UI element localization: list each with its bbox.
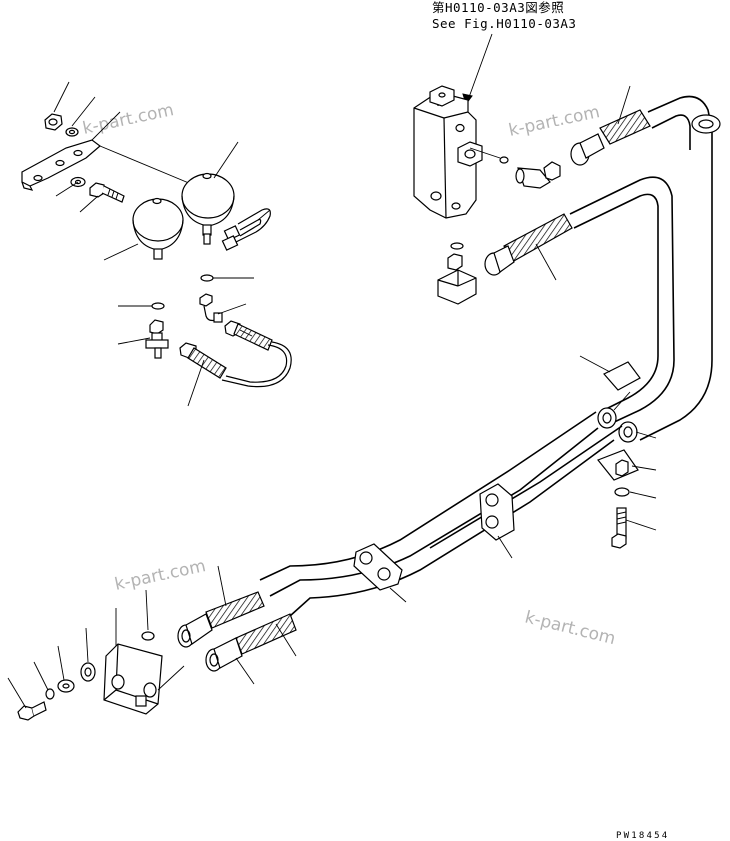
bolt: [89, 182, 125, 203]
clamp-1: [479, 483, 515, 541]
bracket-to-accumulator-line: [99, 145, 197, 187]
accumulator-bracket-group: [21, 113, 197, 203]
hose-end-lower-left: [205, 613, 297, 672]
clamp-assembly-right: [597, 361, 641, 549]
clamp-ring: [691, 114, 721, 134]
hose-run-lower: [259, 411, 623, 617]
accumulator-2: [132, 197, 184, 260]
o-ring: [499, 156, 509, 164]
hex-nut: [44, 113, 63, 131]
reference-arrow: [467, 33, 493, 101]
hose-assembly-upper: [570, 95, 721, 441]
o-ring: [450, 242, 464, 250]
drawing-code: PW18454: [616, 831, 669, 841]
hose-end-upper-left: [177, 591, 265, 648]
elbow-fitting: [199, 293, 223, 323]
accumulator-1: [181, 172, 235, 245]
lock-washer: [45, 688, 55, 700]
reference-note-en: See Fig.H0110-03A3: [432, 16, 576, 31]
watermark: k-part.com: [523, 607, 618, 649]
tee-fitting: [145, 319, 169, 359]
bolt: [17, 701, 47, 721]
watermark: k-part.com: [81, 100, 176, 139]
straight-connector: [437, 253, 477, 305]
watermark: k-part.com: [507, 102, 602, 141]
o-ring: [200, 274, 214, 282]
hose-u-bend: [221, 208, 271, 251]
mounting-plate: [21, 139, 101, 191]
hose-assembly-middle: [484, 176, 675, 425]
bottom-mounting-group: [17, 631, 185, 721]
valve-block: [413, 85, 501, 219]
washer: [57, 679, 75, 693]
elbow-connector: [515, 161, 561, 189]
rubber-mount: [80, 662, 96, 682]
small-hose: [179, 320, 292, 388]
reference-note: 第H0110-03A3図参照 See Fig.H0110-03A3: [432, 0, 576, 106]
lock-washer: [65, 127, 79, 137]
reference-note-jp: 第H0110-03A3図参照: [432, 0, 564, 15]
callout-leaders: [7, 81, 657, 709]
clamp-2: [353, 543, 403, 591]
o-ring: [151, 302, 165, 310]
watermark: k-part.com: [113, 556, 208, 595]
